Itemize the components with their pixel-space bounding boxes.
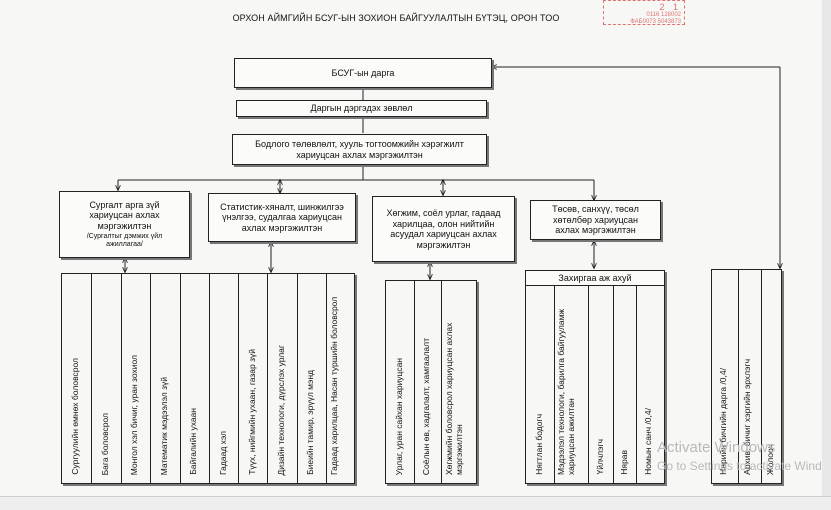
position-label: Үйлчлэгч (595, 439, 605, 475)
finance-specialist-box: Төсөв, санхүү, төсөл хөтөлбөр хариуцсан … (530, 200, 661, 240)
position-label: Дизайн технологи, дүрслэх урлаг (276, 344, 286, 476)
position-label: Түүх, нийгмийн ухаан, газар зүй (247, 349, 257, 475)
position-label: Биеийн тамир, эрүүл мэнд (305, 370, 315, 475)
position-label: Номын санч /0,4/ (643, 408, 653, 475)
office-stamp: 2 1 0116 128002 ФАБ0073 5043873 (603, 0, 685, 25)
policy-specialist-box: Бодлого төлөвлөлт, хууль тогтоомжийн хэр… (232, 134, 487, 165)
position-label: Урлаг, уран сайхан хариуцсан (394, 357, 404, 475)
position-label: Нягтлан бодогч (534, 414, 544, 475)
position-label: Монгол хэл бичиг, уран зохиол (129, 354, 139, 475)
position-label: Мэдээлэл технологи, барилга байгууламж х… (556, 308, 576, 475)
position-label: Нярав (619, 450, 629, 475)
culture-staff-group: Урлаг, уран сайхан хариуцсан Соёлын өв, … (385, 280, 477, 484)
position-label: Гадаад хэл (218, 431, 228, 475)
director-box: БСУГ-ын дарга (234, 58, 492, 88)
bottom-edge (0, 496, 831, 510)
position-label: Хөгжмийн боловсрол хариуцсан ахлах мэргэ… (444, 322, 464, 475)
office-staff-group: Нарийн бичгийн дарга /0,4/ Архив, бичиг … (711, 269, 782, 484)
position-label: Соёлын өв, хадгалалт, хамгаалалт (421, 337, 431, 475)
position-label: Бага боловсрол (100, 412, 110, 475)
administration-header: Захиргаа аж ахуй (525, 270, 665, 286)
chart-title: ОРХОН АЙМГИЙН БСУГ-ЫН ЗОХИОН БАЙГУУЛАЛТЫ… (232, 13, 560, 23)
subject-specialists-group: Сургуулийн өмнөх боловсрол Бага боловсро… (61, 273, 355, 484)
position-label: Байгалийн ухаан (188, 408, 198, 475)
position-label: Гадаад харилцаа, Насан туршийн боловсрол (329, 296, 339, 475)
administration-group: Захиргаа аж ахуй Нягтлан бодогч Мэдээлэл… (525, 270, 665, 484)
activate-windows-watermark: Activate Windows Go to Settings to activ… (657, 439, 831, 473)
vertical-scrollbar[interactable] (822, 0, 831, 509)
training-methodology-box: Сургалт арга зүй хариуцсан ахлах мэргэжи… (59, 191, 190, 258)
culture-specialist-box: Хөгжим, соёл урлаг, гадаад харилцаа, оло… (372, 196, 515, 262)
position-label: Математик мэдээлэл зүй (159, 376, 169, 475)
position-label: Сургуулийн өмнөх боловсрол (70, 358, 80, 475)
advisory-council-box: Даргын дэргэдэх зөвлөл (236, 100, 487, 117)
statistics-specialist-box: Статистик-хяналт, шинжилгээ үнэлгээ, суд… (208, 193, 356, 242)
